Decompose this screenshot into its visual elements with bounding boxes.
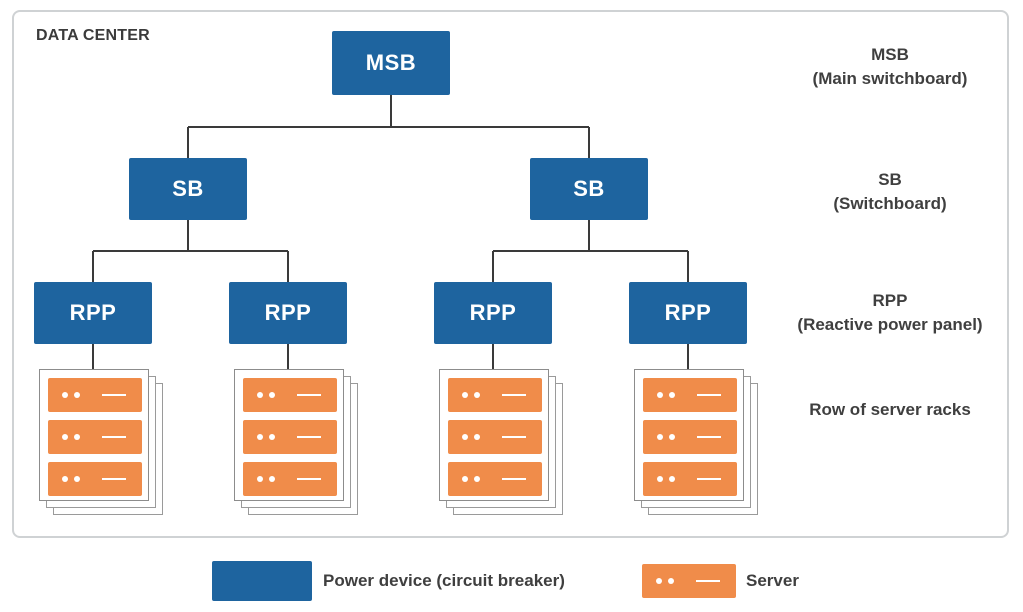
data-center-label: DATA CENTER [36, 27, 150, 44]
server-unit [48, 420, 142, 454]
tier-label-rpp: RPP (Reactive power panel) [770, 289, 1010, 337]
server-unit [643, 378, 737, 412]
server-led-icon [474, 476, 480, 482]
rpp-node-1: RPP [34, 282, 152, 344]
server-rack-stack [39, 369, 165, 519]
server-led-icon [74, 434, 80, 440]
server-led-icon [257, 434, 263, 440]
server-unit [448, 378, 542, 412]
tier-msb-name: MSB [871, 45, 909, 64]
rpp-node-3: RPP [434, 282, 552, 344]
server-unit [643, 462, 737, 496]
server-led-icon [62, 476, 68, 482]
server-led-icon [657, 392, 663, 398]
legend-power-device-label: Power device (circuit breaker) [323, 571, 565, 590]
server-slot-icon [502, 478, 526, 480]
server-slot-icon [502, 394, 526, 396]
tier-label-msb: MSB (Main switchboard) [770, 43, 1010, 91]
legend-power-device-swatch [212, 561, 312, 601]
server-slot-icon [697, 478, 721, 480]
rpp-node-2: RPP [229, 282, 347, 344]
tier-sb-name: SB [878, 170, 902, 189]
server-rack-stack [634, 369, 760, 519]
server-rack-stack [234, 369, 360, 519]
server-rack [39, 369, 149, 501]
server-rack-stack [439, 369, 565, 519]
server-slot-icon [297, 394, 321, 396]
server-slot-icon [697, 436, 721, 438]
server-rack [439, 369, 549, 501]
server-led-icon [474, 434, 480, 440]
server-slot-icon [102, 394, 126, 396]
data-center-frame [12, 10, 1009, 538]
tier-rpp-description: (Reactive power panel) [797, 315, 983, 334]
server-unit [448, 462, 542, 496]
server-led-icon [257, 392, 263, 398]
server-unit [243, 378, 337, 412]
server-led-icon [462, 392, 468, 398]
server-led-icon [657, 434, 663, 440]
server-rack [234, 369, 344, 501]
server-slot-icon [297, 478, 321, 480]
server-led-icon [74, 392, 80, 398]
sb-node-left: SB [129, 158, 247, 220]
server-led-icon [462, 434, 468, 440]
tier-label-racks: Row of server racks [770, 398, 1010, 422]
server-slot-icon [102, 436, 126, 438]
legend-server-swatch [642, 564, 736, 598]
tier-rpp-name: RPP [872, 291, 908, 310]
server-unit [48, 462, 142, 496]
sb-node-right: SB [530, 158, 648, 220]
server-slot-icon [297, 436, 321, 438]
server-led-icon [657, 476, 663, 482]
server-led-icon [669, 476, 675, 482]
server-unit [448, 420, 542, 454]
server-slot-icon [697, 394, 721, 396]
msb-node: MSB [332, 31, 450, 95]
legend-server-label: Server [746, 571, 799, 590]
tier-racks-name: Row of server racks [809, 400, 971, 419]
tier-msb-description: (Main switchboard) [812, 69, 968, 88]
server-led-icon [656, 578, 662, 584]
server-slot-icon [502, 436, 526, 438]
rpp-node-4: RPP [629, 282, 747, 344]
server-led-icon [669, 434, 675, 440]
server-rack [634, 369, 744, 501]
server-led-icon [462, 476, 468, 482]
server-led-icon [269, 476, 275, 482]
server-slot-icon [696, 580, 720, 582]
server-led-icon [62, 392, 68, 398]
server-led-icon [669, 392, 675, 398]
server-led-icon [74, 476, 80, 482]
server-led-icon [474, 392, 480, 398]
server-unit [643, 420, 737, 454]
server-led-icon [668, 578, 674, 584]
server-led-icon [257, 476, 263, 482]
server-unit [243, 462, 337, 496]
server-led-icon [62, 434, 68, 440]
server-slot-icon [102, 478, 126, 480]
tier-sb-description: (Switchboard) [833, 194, 947, 213]
server-unit [243, 420, 337, 454]
tier-label-sb: SB (Switchboard) [770, 168, 1010, 216]
server-led-icon [269, 434, 275, 440]
server-unit [48, 378, 142, 412]
server-led-icon [269, 392, 275, 398]
